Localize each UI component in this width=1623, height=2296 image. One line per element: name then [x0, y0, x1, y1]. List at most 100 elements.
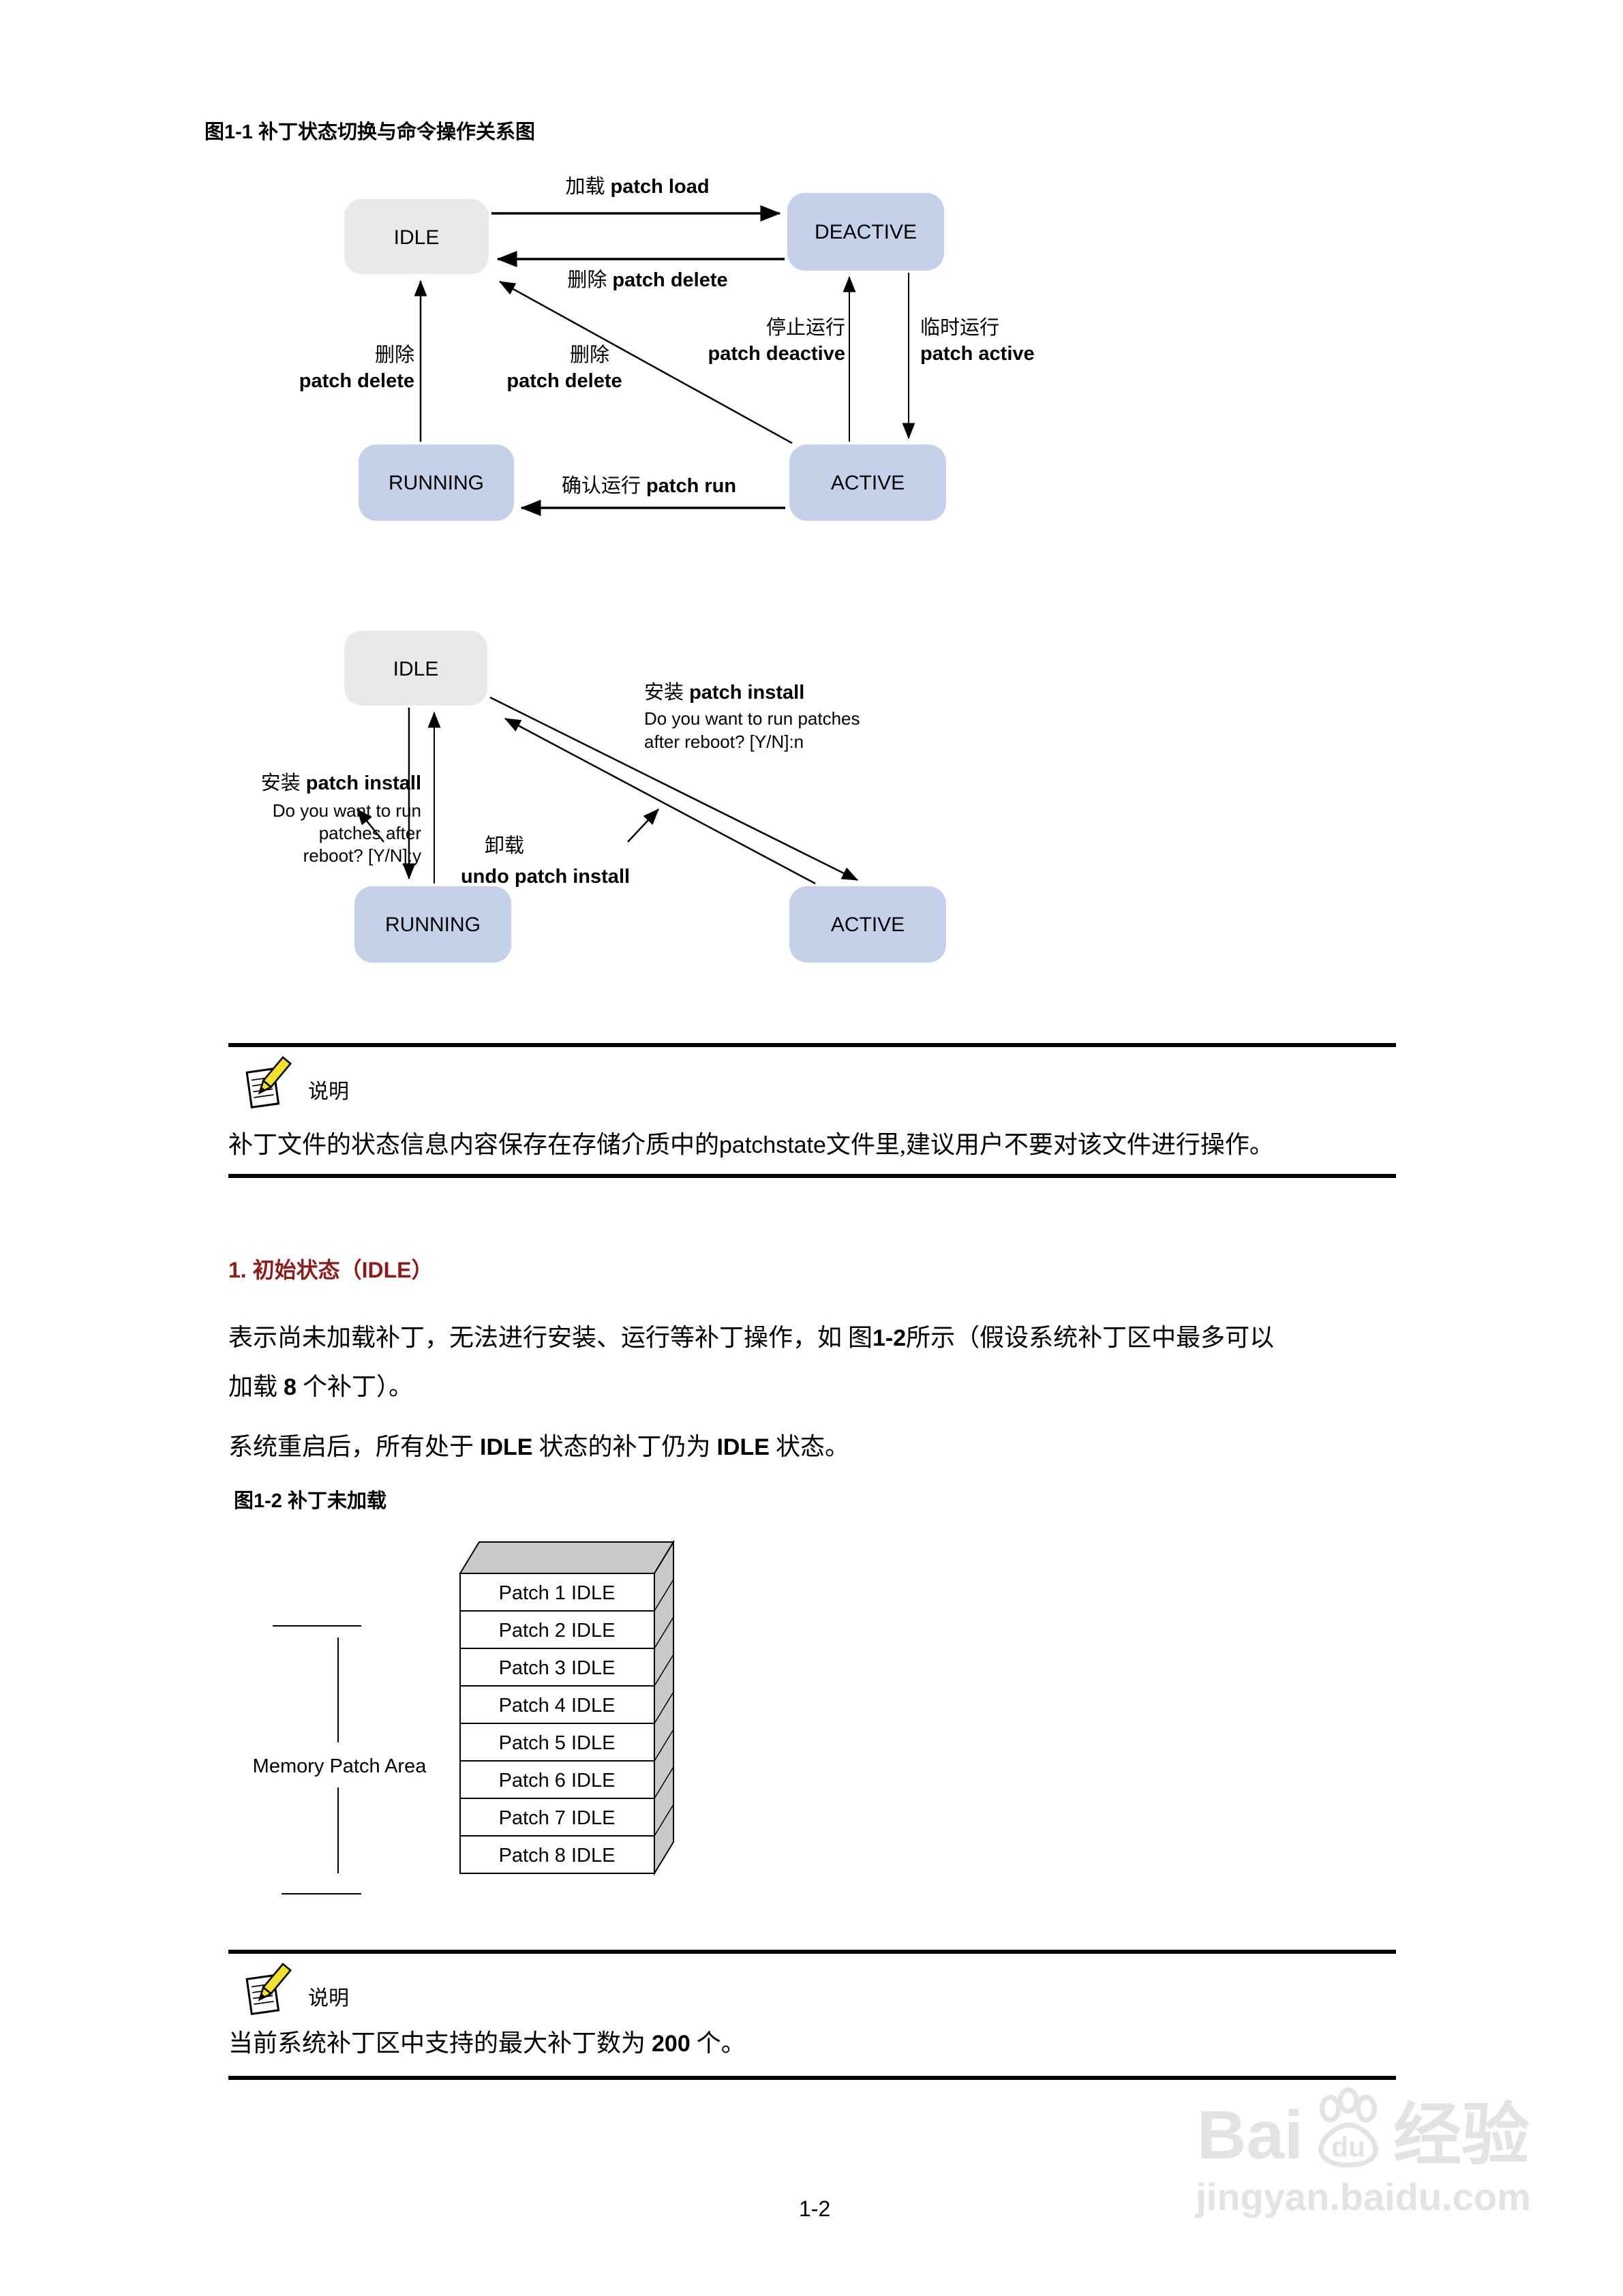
arrow2-idle-to-active — [489, 696, 859, 881]
stack-side-sep — [654, 1766, 674, 1799]
label-prompt-n1: Do you want to run patches — [644, 708, 860, 729]
stack-row — [459, 1835, 655, 1874]
label-prompt-y2: patches after — [319, 823, 422, 843]
state2-label-idle: IDLE — [393, 658, 439, 680]
stack-row — [459, 1723, 655, 1762]
arrow2-undo-pointer-left — [357, 809, 384, 843]
note1-label: 说明 — [308, 1081, 349, 1103]
watermark: Bai du 经验 jingyan.baidu.com — [1145, 2087, 1581, 2219]
p1l2-text2: 个补丁）。 — [296, 1373, 413, 1400]
p2-text-e: 状态。 — [769, 1433, 849, 1460]
state-box-deactive — [787, 193, 944, 271]
state2-label-active: ACTIVE — [831, 913, 905, 936]
stack-row-label: Patch 2 IDLE — [499, 1620, 616, 1642]
edge-label-delete-left-zh: 删除 — [375, 344, 414, 366]
paragraph1-line2: 加载 8 个补丁）。 — [228, 1367, 413, 1402]
section-heading: 1. 初始状态（IDLE） — [228, 1258, 434, 1282]
stack-row-label: Patch 7 IDLE — [499, 1807, 616, 1829]
edge-label-delete-mid-en: patch delete — [506, 370, 622, 392]
edge-label-active-en: patch active — [920, 343, 1035, 365]
state2-box-active — [789, 886, 946, 963]
stack-row — [459, 1610, 655, 1649]
stack-row-label: Patch 1 IDLE — [499, 1582, 616, 1604]
stack-row — [459, 1573, 655, 1612]
note2-bottom-rule — [228, 2076, 1396, 2080]
paragraph2: 系统重启后，所有处于 IDLE 状态的补丁仍为 IDLE 状态。 — [228, 1427, 849, 1462]
p2-bold-2: IDLE — [716, 1434, 770, 1460]
watermark-brand-a: Bai — [1197, 2097, 1303, 2173]
pencil-shape — [258, 1963, 292, 2002]
note2-top-rule — [228, 1950, 1396, 1954]
edge-label-delete-mid-zh: 删除 — [570, 344, 609, 366]
stack-row-label: Patch 6 IDLE — [499, 1770, 616, 1792]
state-label-idle: IDLE — [394, 226, 440, 249]
watermark-brand-du: du — [1331, 2131, 1365, 2162]
memory-patch-area-label: Memory Patch Area — [253, 1755, 427, 1777]
label-prompt-y1: Do you want to run — [273, 800, 421, 821]
watermark-url: jingyan.baidu.com — [1196, 2175, 1531, 2218]
p1l2-text: 加载 — [228, 1373, 284, 1400]
stack-rows: Patch 1 IDLE Patch 2 IDLE Patch 3 IDLE P… — [459, 1573, 655, 1874]
paragraph1-line1: 表示尚未加载补丁，无法进行安装、运行等补丁操作，如 图1-2所示（假设系统补丁区… — [228, 1318, 1274, 1353]
stack-row-label: Patch 8 IDLE — [499, 1845, 616, 1867]
note1-text-post: 文件里,建议用户不要对该文件进行操作。 — [825, 1131, 1274, 1158]
note1-code: patchstate — [719, 1132, 826, 1158]
note2-bold: 200 — [652, 2031, 691, 2057]
stack-row — [459, 1798, 655, 1837]
stack-side-sep — [654, 1654, 674, 1687]
p2-text-a: 系统重启后，所有处于 — [228, 1433, 481, 1460]
state2-box-running — [354, 886, 511, 963]
stack-row-label: Patch 3 IDLE — [499, 1657, 616, 1679]
paw-icon: du — [1318, 2087, 1378, 2168]
note1-text: 补丁文件的状态信息内容保存在存储介质中的patchstate文件里,建议用户不要… — [228, 1125, 1274, 1160]
label-prompt-y3: reboot? [Y/N]:y — [303, 845, 421, 866]
state-box-active — [789, 444, 946, 521]
watermark-brand-cn: 经验 — [1393, 2097, 1530, 2173]
note-icon — [245, 1056, 292, 1109]
note1-top-rule — [228, 1043, 1396, 1047]
note2-text: 当前系统补丁区中支持的最大补丁数为 200 个。 — [228, 2023, 746, 2059]
stack-side-sep — [654, 1691, 674, 1724]
p2-text-c: 状态的补丁仍为 — [532, 1433, 717, 1460]
arrow2-undo-pointer-right — [627, 809, 659, 843]
state2-box-idle — [344, 631, 487, 706]
edge-label-active-zh: 临时运行 — [920, 316, 999, 339]
note-icon — [245, 1963, 292, 2016]
page-number: 1-2 — [799, 2196, 831, 2221]
note2-text-post: 个。 — [690, 2029, 746, 2057]
stack-side-sep — [654, 1804, 674, 1837]
label-install-y: 安装 patch install — [261, 772, 421, 794]
label-undo-zh: 卸载 — [485, 834, 524, 857]
edge-label-delete-top: 删除 patch delete — [567, 269, 727, 291]
fig2-caption: 图1-2 补丁未加载 — [234, 1490, 386, 1512]
state-box-running — [359, 444, 514, 521]
stack-side-sep — [654, 1729, 674, 1762]
note1-text-pre: 补丁文件的状态信息内容保存在存储介质中的 — [228, 1131, 720, 1158]
p2-bold-1: IDLE — [480, 1434, 533, 1460]
stack-row — [459, 1760, 655, 1799]
stack-row-label: Patch 4 IDLE — [499, 1695, 616, 1717]
edge-label-run: 确认运行 patch run — [562, 474, 736, 497]
stack-row — [459, 1648, 655, 1687]
pencil-shape — [258, 1056, 292, 1095]
p1l2-bold: 8 — [284, 1374, 297, 1400]
p1l1-text2: 所示（假设系统补丁区中最多可以 — [906, 1324, 1275, 1351]
stack-top-face — [459, 1541, 675, 1574]
edge-label-delete-left-en: patch delete — [299, 370, 414, 392]
edge-label-deactive-zh: 停止运行 — [766, 316, 845, 339]
fig1-caption: 图1-1 补丁状态切换与命令操作关系图 — [204, 121, 535, 143]
label-prompt-n2: after reboot? [Y/N]:n — [644, 731, 804, 752]
arrow-active-to-idle — [498, 280, 793, 444]
note2-text-pre: 当前系统补丁区中支持的最大补丁数为 — [228, 2029, 652, 2057]
arrow2-active-to-idle — [504, 717, 816, 885]
state-box-idle — [344, 199, 489, 274]
stack-side-sep — [654, 1616, 674, 1649]
label-install-n: 安装 patch install — [644, 681, 804, 704]
stack-row — [459, 1685, 655, 1724]
edge-label-load: 加载 patch load — [565, 175, 709, 198]
note2-label: 说明 — [308, 1987, 349, 2010]
p1l1-bold: 1-2 — [873, 1325, 907, 1351]
memory-patch-stack: Patch 1 IDLE Patch 2 IDLE Patch 3 IDLE P… — [253, 1539, 675, 1894]
stack-side-sep — [654, 1579, 674, 1612]
